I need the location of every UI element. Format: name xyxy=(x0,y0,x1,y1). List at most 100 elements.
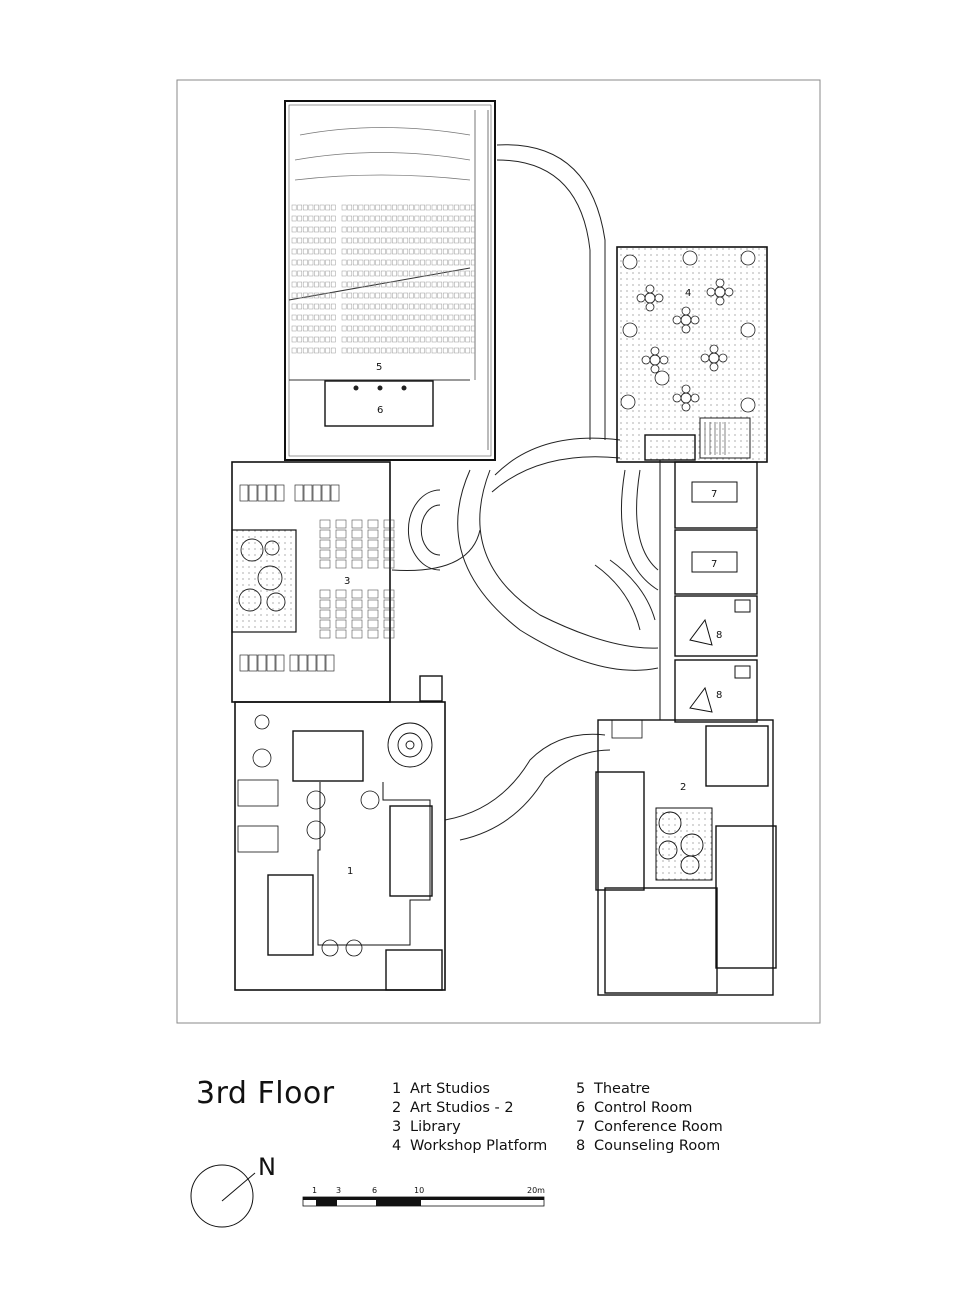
theatre-seat xyxy=(414,248,420,255)
theatre-seat xyxy=(319,336,325,343)
library-desk xyxy=(266,484,276,502)
theatre-seat xyxy=(414,204,420,211)
theatre-seat xyxy=(347,204,353,211)
theatre-seat xyxy=(352,303,358,310)
theatre-seat xyxy=(369,204,375,211)
theatre-seat xyxy=(352,325,358,332)
theatre-seat xyxy=(470,270,476,277)
theatre-seat xyxy=(408,259,414,266)
room-label-art-studios-2: 2 xyxy=(680,782,686,793)
theatre-seat xyxy=(352,281,358,288)
theatre-seat xyxy=(325,226,331,233)
workshop-table xyxy=(680,314,692,326)
theatre-seat xyxy=(380,237,386,244)
theatre-seat xyxy=(347,292,353,299)
theatre-seat xyxy=(302,325,308,332)
theatre-seat xyxy=(408,215,414,222)
theatre-seat xyxy=(319,292,325,299)
library-shelf xyxy=(367,529,379,539)
theatre-seat xyxy=(380,281,386,288)
workshop-stool xyxy=(690,393,700,403)
library-shelf xyxy=(383,519,395,529)
library-shelf xyxy=(367,589,379,599)
north-label: N xyxy=(258,1153,276,1181)
theatre-seat xyxy=(437,325,443,332)
theatre-seat xyxy=(448,237,454,244)
library-shelf xyxy=(319,599,331,609)
theatre-seat xyxy=(442,237,448,244)
library-shelf xyxy=(367,519,379,529)
workshop-planter xyxy=(740,322,756,338)
theatre-seat xyxy=(420,314,425,321)
theatre-seat xyxy=(420,259,425,266)
theatre-seat xyxy=(397,281,403,288)
theatre-seat xyxy=(291,259,297,266)
theatre-seat xyxy=(403,226,409,233)
workshop-stool xyxy=(681,402,691,412)
theatre-seat xyxy=(414,237,420,244)
theatre-seat xyxy=(314,303,319,310)
theatre-seat xyxy=(448,226,454,233)
theatre-seat xyxy=(319,347,325,354)
theatre-seat xyxy=(358,314,364,321)
theatre-seat xyxy=(431,226,437,233)
theatre-seat xyxy=(437,314,443,321)
theatre-seat xyxy=(459,215,465,222)
theatre-seat xyxy=(358,347,364,354)
theatre-seat xyxy=(291,237,297,244)
theatre-seat xyxy=(431,259,437,266)
theatre-seat xyxy=(330,303,336,310)
theatre-seat xyxy=(470,281,476,288)
theatre-seat xyxy=(442,248,448,255)
theatre-seat xyxy=(431,237,437,244)
scale-tick-label: 1 xyxy=(312,1186,318,1195)
theatre-seat xyxy=(437,259,443,266)
theatre-seat xyxy=(375,259,381,266)
theatre-seat xyxy=(375,248,381,255)
theatre-seating xyxy=(291,204,476,354)
theatre-seat xyxy=(341,248,347,255)
theatre-seat xyxy=(308,215,314,222)
theatre-seat xyxy=(437,270,443,277)
theatre-seat xyxy=(325,281,331,288)
theatre-seat xyxy=(431,270,437,277)
workshop-planter xyxy=(622,254,638,270)
theatre-seat xyxy=(364,259,369,266)
theatre-seat xyxy=(319,237,325,244)
theatre-seat xyxy=(386,281,392,288)
workshop-stool xyxy=(659,355,669,365)
scale-tick-label: 6 xyxy=(372,1186,378,1195)
theatre-seat xyxy=(414,226,420,233)
theatre-seat xyxy=(352,259,358,266)
theatre-seat xyxy=(448,281,454,288)
theatre-seat xyxy=(330,314,336,321)
workshop-planter xyxy=(654,370,670,386)
theatre-seat xyxy=(392,270,397,277)
theatre-seat xyxy=(319,325,325,332)
theatre-seat xyxy=(308,336,314,343)
theatre-seat xyxy=(470,303,476,310)
theatre-seat xyxy=(341,314,347,321)
room-label-conference-a: 7 xyxy=(711,489,717,500)
theatre-seat xyxy=(386,325,392,332)
workshop-stool xyxy=(715,278,725,288)
theatre-seat xyxy=(448,336,454,343)
theatre-seat xyxy=(470,215,476,222)
theatre-seat xyxy=(392,314,397,321)
theatre-seat xyxy=(325,347,331,354)
theatre-seat xyxy=(325,270,331,277)
theatre-seat xyxy=(358,281,364,288)
library-shelf xyxy=(335,609,347,619)
library-shelf xyxy=(335,629,347,639)
workshop-stool xyxy=(681,324,691,334)
theatre-seat xyxy=(442,303,448,310)
room-label-library: 3 xyxy=(344,576,350,587)
theatre-seat xyxy=(397,325,403,332)
theatre-seat xyxy=(341,347,347,354)
theatre-seat xyxy=(465,292,471,299)
theatre-seat xyxy=(325,303,331,310)
workshop-planter xyxy=(740,397,756,413)
